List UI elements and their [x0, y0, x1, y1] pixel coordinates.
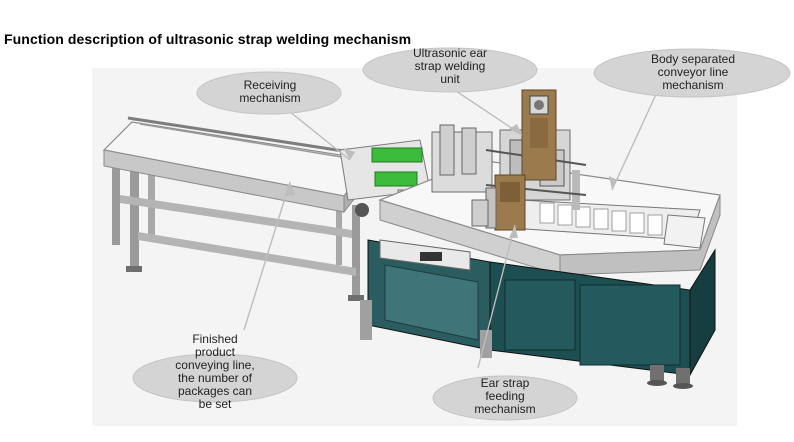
callout-receiving: Receiving mechanism — [224, 79, 316, 105]
callout-feeding-line: Ear strap — [480, 376, 530, 390]
leader-lines — [243, 86, 659, 369]
callout-conveyor-line: Body separated — [650, 52, 736, 66]
machine-cabinet — [360, 239, 716, 389]
callout-bubble-finished — [132, 353, 298, 403]
callout-finished-line: product — [194, 345, 236, 359]
callout-feeding: Ear strap feeding mechanism — [456, 377, 554, 416]
callout-finished: Finished product conveying line, the num… — [162, 333, 268, 411]
callout-receiving-line: Receiving — [243, 78, 297, 92]
callout-bubble-conveyor — [593, 48, 791, 98]
callout-conveyor-line: mechanism — [662, 78, 724, 92]
ear-strap-feeding-mechanism — [471, 174, 526, 231]
callout-finished-line: Finished — [192, 332, 238, 346]
callout-receiving-line: mechanism — [239, 91, 301, 105]
page-title: Function description of ultrasonic strap… — [4, 31, 412, 47]
callout-finished-line: packages can — [177, 384, 253, 398]
callout-finished-line: be set — [198, 397, 232, 411]
callout-conveyor-line: conveyor line — [657, 65, 729, 79]
callout-welding-line: strap welding — [414, 59, 486, 73]
callout-conveyor: Body separated conveyor line mechanism — [630, 53, 756, 92]
callout-bubble-welding — [362, 47, 538, 93]
callout-feeding-line: mechanism — [474, 402, 536, 416]
callout-feeding-line: feeding — [485, 389, 525, 403]
callout-welding: Ultrasonic ear strap welding unit — [392, 47, 508, 86]
ultrasonic-welding-unit — [431, 89, 587, 201]
callout-bubble-feeding — [432, 375, 578, 421]
callout-finished-line: the number of — [177, 371, 253, 385]
finished-product-conveyor — [102, 116, 377, 301]
callout-bubble-receiving — [196, 71, 342, 115]
callout-welding-line: Ultrasonic ear — [412, 46, 488, 60]
callout-finished-line: conveying line, — [175, 358, 255, 372]
callout-welding-line: unit — [440, 72, 460, 86]
